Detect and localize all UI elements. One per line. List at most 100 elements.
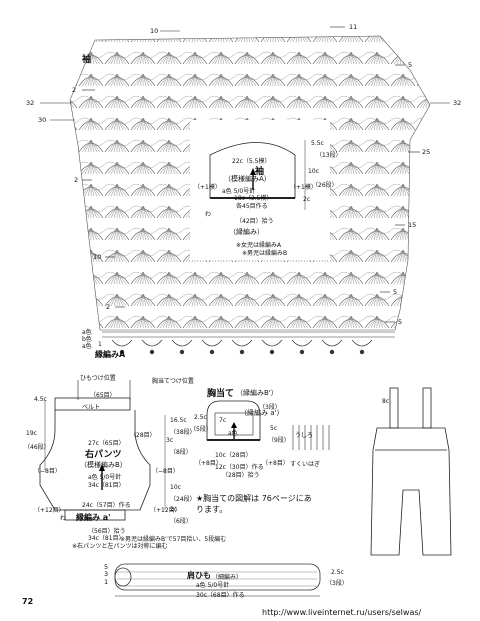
row-number: 2 <box>74 176 79 184</box>
strap-chart <box>114 563 321 597</box>
row-number: 15 <box>408 221 417 229</box>
sleeve-top-right-rows: （13段） <box>316 152 342 159</box>
strap-row: 5 <box>104 563 109 571</box>
source-url[interactable]: http://www.liveinternet.ru/users/selwas/ <box>262 608 422 617</box>
pants-mid-width: 34c（81目） <box>88 482 125 489</box>
pants-top-rows: （28目） <box>130 432 156 439</box>
strap-width: 30c（68目）作る <box>196 592 245 599</box>
pants-height-1: 4.5c <box>34 396 47 403</box>
pants-note-1: ※右パンツと左パンツは対称に編む <box>72 543 168 550</box>
strap-title: 肩ひも <box>187 571 211 580</box>
strap-rows-label: （3段） <box>326 580 348 587</box>
pants-top-width: 27c（65目） <box>88 440 125 447</box>
pants-title: 右パンツ <box>85 450 122 460</box>
edge-color-label: a色 <box>82 329 92 336</box>
row-number: 11 <box>349 23 358 31</box>
pants-right-h-1: 16.5c <box>170 417 187 424</box>
sleeve-side-right: （+1模） <box>290 184 317 191</box>
pants-minus-right: （−8目） <box>152 468 179 475</box>
bib-top-rows: （3段） <box>259 404 281 411</box>
edge-color-label: b色 <box>82 336 92 343</box>
bib-h-1: 2.5c <box>194 414 207 421</box>
sleeve-bottom-label: （縁編み） <box>229 228 264 236</box>
pants-bottom-mark: わ <box>60 515 67 522</box>
sleeve-schematic-title: 袖 <box>255 167 265 177</box>
pants-note-2: ※男児は縁編みB'で57目拾い、5段編む <box>120 536 227 543</box>
pants-bottom-width: 34c（81目） <box>88 535 125 542</box>
sleeve-height-right-rows: （26段） <box>312 182 338 189</box>
bib-bottom-width: 12c（30目）作る <box>215 464 264 471</box>
row-number: 10 <box>150 27 159 35</box>
pants-minus-left: （−8目） <box>34 468 61 475</box>
bib-inner-width: 10c（28目） <box>215 452 252 459</box>
bib-plus-right: （+8目） <box>262 460 289 467</box>
seam-label-1: うしろ <box>295 432 314 439</box>
sleeve-bottom-mark: わ <box>205 211 212 218</box>
row-number: 2 <box>106 303 111 311</box>
sleeve-note-1: ※女児は縁編みA <box>236 242 282 249</box>
edging-label: 縁編みA <box>95 350 126 359</box>
row-number: 10 <box>93 253 102 261</box>
pants-right-h-3: 3c <box>166 437 174 444</box>
sleeve-width-inner: 18c（3.5模） <box>234 195 273 202</box>
sleeve-edge-right: 2c <box>303 196 311 203</box>
pants-right-h-4: （8段） <box>170 449 192 456</box>
pants-bottom-pick: （56目）拾う <box>88 528 126 535</box>
bib-edge: （縁編み a'） <box>240 409 284 417</box>
sleeve-top-right: 5.5c <box>311 140 324 147</box>
pants-tie-label: ひもつけ位置 <box>80 375 116 382</box>
overall-label-top: 8c <box>382 398 390 405</box>
pants-schematic <box>39 380 166 521</box>
bib-h-3: 5c <box>270 425 278 432</box>
bib-h-4: （9段） <box>268 437 290 444</box>
row-number: 32 <box>453 99 462 107</box>
pants-yarn: a色 5/0号針 <box>88 474 122 481</box>
bib-h-2: （5段） <box>190 426 212 433</box>
sleeve-bottom: （42目）拾う <box>236 218 274 225</box>
pants-right-h-7: 2c <box>170 506 178 513</box>
sleeve-pattern: （模様編みA） <box>224 175 271 183</box>
seam-detail <box>292 425 330 450</box>
pants-right-h-6: （24段） <box>170 496 196 503</box>
pants-bib-pos: 胸当てつけ位置 <box>152 378 194 385</box>
pants-right-h-5: 10c <box>170 484 181 491</box>
pants-belt: ベルト <box>82 404 101 411</box>
row-number: 5 <box>398 318 403 326</box>
row-number: 32 <box>26 99 35 107</box>
sleeve-width-top: 22c（5.5模） <box>232 158 271 165</box>
sleeve-rows: 各45目作る <box>236 203 268 210</box>
pants-right-h-2: （38段） <box>170 429 196 436</box>
overall-outline <box>370 387 452 556</box>
bib-yarn: a色 <box>228 430 238 437</box>
sleeve-height-right: 10c <box>308 168 319 175</box>
strap-row: 1 <box>104 578 109 586</box>
row-number: 5 <box>393 288 398 296</box>
sleeve-chart <box>40 26 450 355</box>
bib-plus-left: （+8目） <box>195 460 222 467</box>
bib-schematic <box>206 400 261 441</box>
pants-right-h-8: （6段） <box>170 518 192 525</box>
pants-height-3: （46段） <box>24 444 50 451</box>
row-number: 30 <box>38 116 47 124</box>
sleeve-chart-title: 袖 <box>82 55 92 65</box>
bib-note: ★胸当ての図解は 76ページにあります。 <box>196 494 312 514</box>
bib-bottom-pick: （28目）拾う <box>222 472 260 479</box>
strap-yarn: a色 5/0号針 <box>196 582 230 589</box>
strap-title-sub: （細編み） <box>212 574 243 581</box>
row-number: 2 <box>72 86 77 94</box>
row-number: 5 <box>408 61 413 69</box>
sleeve-note-2: ※男児は縁編みB <box>242 250 288 257</box>
edge-row-label: 1 <box>98 341 102 348</box>
bib-title: 胸当て <box>207 389 235 399</box>
bib-title-sub: （縁編みB'） <box>236 389 278 397</box>
page-number: 72 <box>22 597 34 606</box>
row-number: 25 <box>422 148 431 156</box>
strap-height: 2.5c <box>331 569 344 576</box>
sleeve-schematic <box>209 140 306 210</box>
strap-row: 3 <box>104 570 109 578</box>
sleeve-side-left: （+1模） <box>194 184 221 191</box>
pants-plus-right: （+12目） <box>150 507 181 514</box>
pants-plus-left: （+12目） <box>34 507 65 514</box>
pants-height-2: 19c <box>26 430 37 437</box>
pants-pattern: （模様編みB） <box>80 461 127 469</box>
